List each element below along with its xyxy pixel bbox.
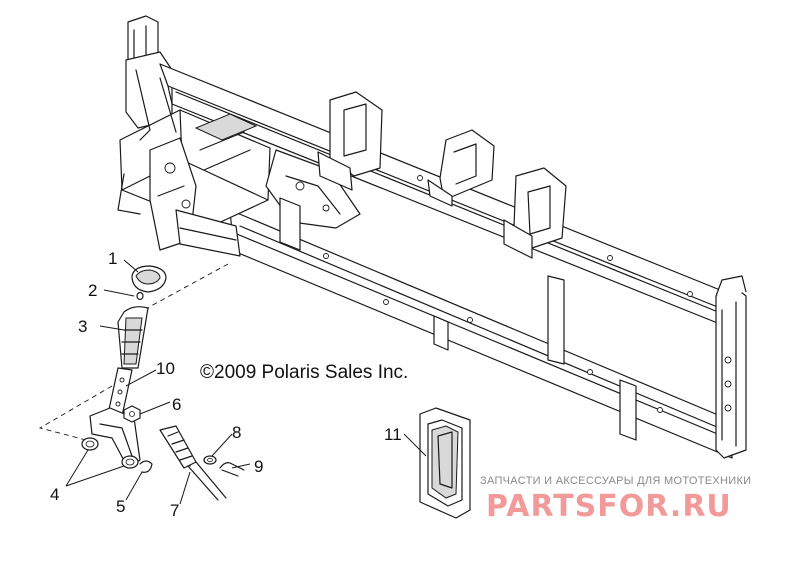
flat-washer	[203, 455, 217, 465]
lock-nut	[123, 405, 141, 423]
callout-4: 4	[50, 485, 59, 504]
shift-seal-gasket	[419, 407, 471, 519]
callout-1: 1	[108, 249, 117, 268]
frame-bracket-3	[503, 167, 567, 259]
cotter-pin	[219, 462, 245, 477]
copyright-notice: ©2009 Polaris Sales Inc.	[200, 362, 408, 383]
assembly-dashed-line	[38, 263, 229, 441]
pivot-bushing-upper	[81, 437, 99, 451]
shift-knob	[131, 265, 167, 293]
pivot-bushing-lower	[121, 455, 139, 469]
callout-8: 8	[232, 423, 241, 442]
frame-assembly	[117, 15, 747, 459]
callout-9: 9	[254, 457, 263, 476]
retaining-clip	[139, 460, 153, 473]
frame-bracket-1	[317, 91, 383, 191]
set-screw	[136, 291, 144, 301]
callout-2: 2	[88, 281, 97, 300]
callout-5: 5	[116, 497, 125, 516]
callout-10: 10	[156, 359, 175, 378]
watermark-brand: PARTSFOR.RU	[486, 489, 732, 524]
partsfor-watermark: ЗАПЧАСТИ И АКСЕССУАРЫ ДЛЯ МОТОТЕХНИКИ PA…	[480, 475, 751, 524]
shift-cable	[159, 425, 227, 501]
frame-bracket-2	[427, 129, 495, 207]
watermark-tagline: ЗАПЧАСТИ И АКСЕССУАРЫ ДЛЯ МОТОТЕХНИКИ	[480, 475, 751, 487]
shift-lever-boot	[117, 306, 149, 369]
callout-11: 11	[384, 425, 402, 444]
callout-3: 3	[78, 317, 87, 336]
leader-lines	[65, 259, 427, 505]
callout-6: 6	[172, 395, 181, 414]
callout-7: 7	[170, 501, 179, 520]
